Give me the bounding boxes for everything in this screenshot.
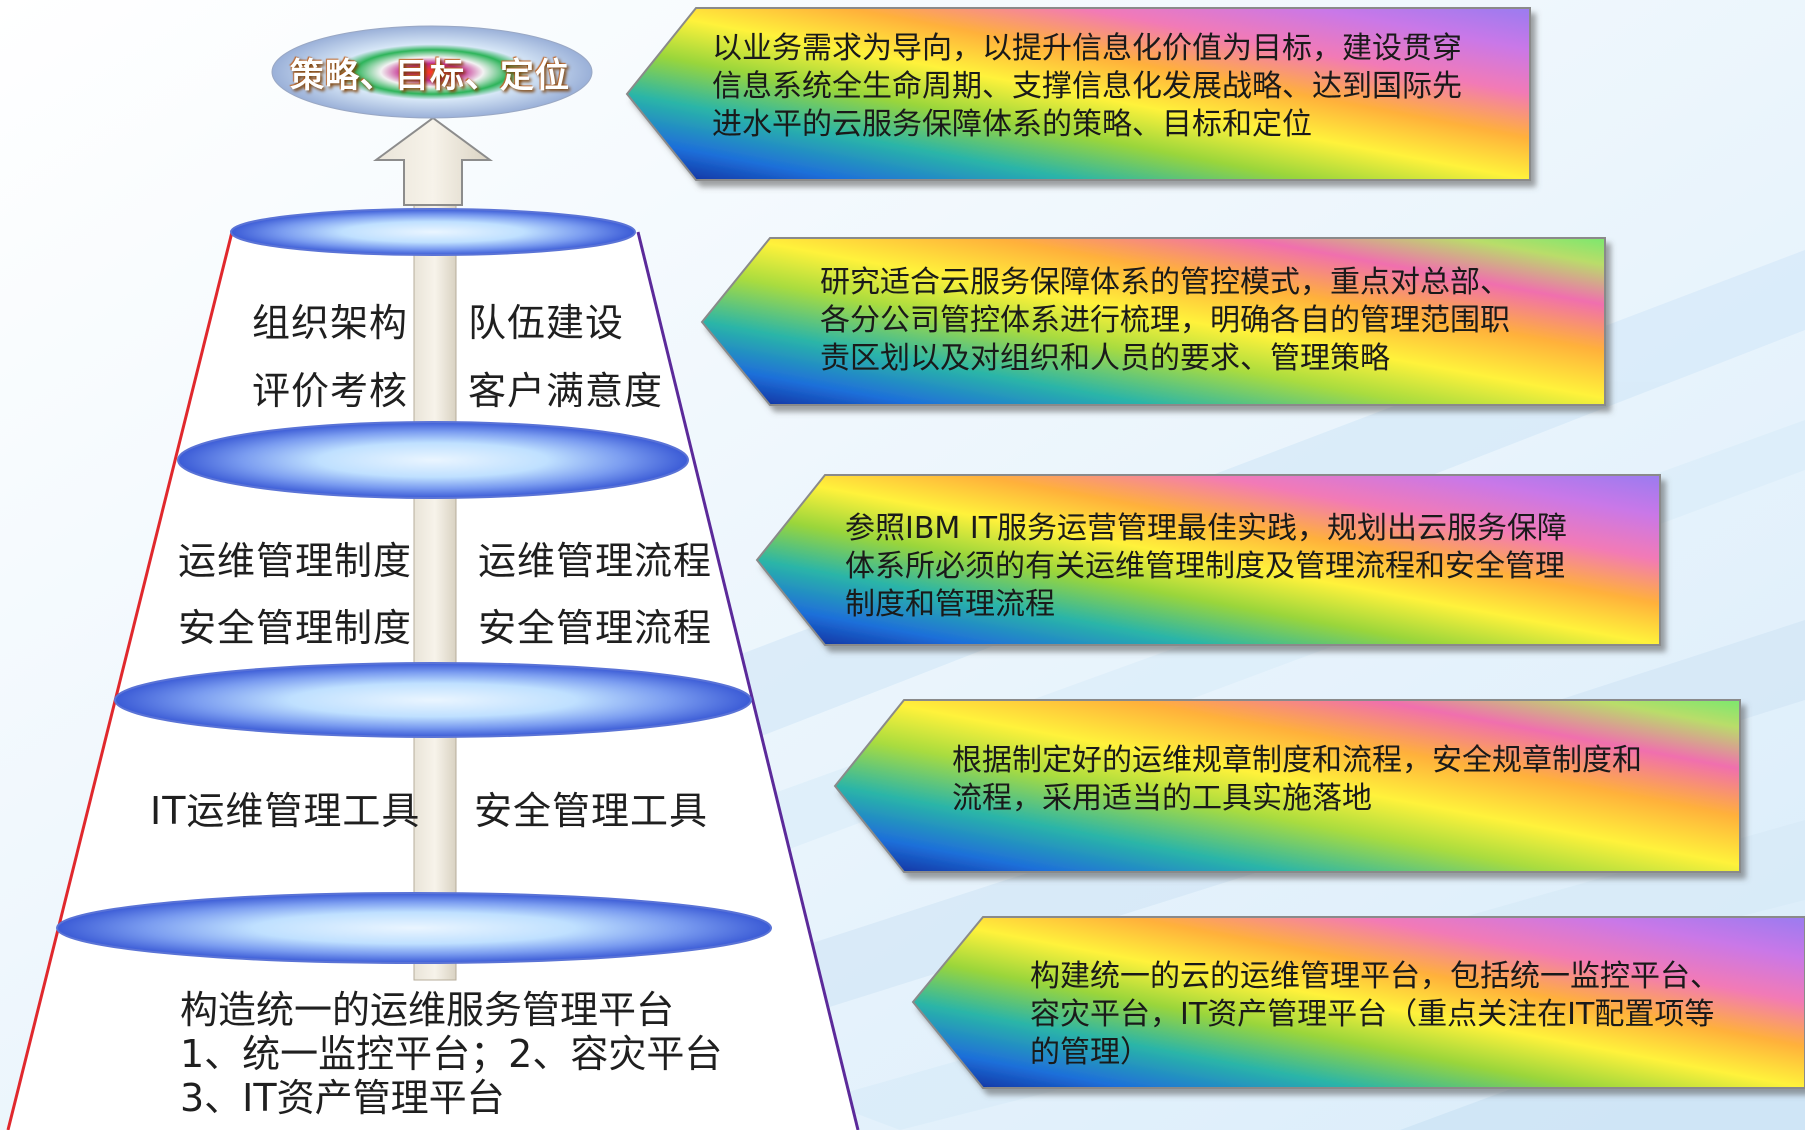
callout-1-line-2: 信息系统全生命周期、支撑信息化发展战略、达到国际先 — [712, 69, 1462, 104]
tier4-line-2: 1、统一监控平台；2、容灾平台 — [180, 1032, 723, 1076]
callout-shape-2 — [700, 237, 1606, 406]
goal-label: 策略、目标、定位 — [290, 56, 570, 96]
callout-3-line-1: 参照IBM IT服务运营管理最佳实践，规划出云服务保障 — [845, 511, 1568, 546]
tier1-item-evaluation: 评价考核 — [252, 369, 409, 413]
callout-1-line-1: 以业务需求为导向，以提升信息化价值为目标，建设贯穿 — [712, 31, 1462, 66]
tier4-line-1: 构造统一的运维服务管理平台 — [180, 988, 675, 1032]
callout-shape-4 — [833, 699, 1741, 873]
callout-5-line-2: 容灾平台，IT资产管理平台（重点关注在IT配置项等 — [1030, 997, 1715, 1032]
center-column — [413, 189, 457, 981]
tier2-item-sec-process: 安全管理流程 — [478, 606, 713, 650]
callout-4-line-1: 根据制定好的运维规章制度和流程，安全规章制度和 — [952, 743, 1642, 778]
callout-1-line-3: 进水平的云服务保障体系的策略、目标和定位 — [712, 107, 1312, 142]
tier3-item-sec-tools: 安全管理工具 — [474, 789, 709, 833]
callout-3-line-2: 体系所必须的有关运维管理制度及管理流程和安全管理 — [845, 549, 1565, 584]
tier-disc-3 — [114, 662, 752, 738]
tier2-item-sec-policy: 安全管理制度 — [178, 606, 413, 650]
callout-5-line-3: 的管理） — [1030, 1035, 1150, 1070]
tier-disc-2 — [177, 421, 689, 499]
tier1-item-satisfaction: 客户满意度 — [468, 369, 664, 413]
callout-5-line-1: 构建统一的云的运维管理平台，包括统一监控平台、 — [1030, 959, 1720, 994]
up-arrow — [372, 116, 494, 206]
callout-2-line-1: 研究适合云服务保障体系的管控模式，重点对总部、 — [820, 265, 1510, 300]
tier-disc-4 — [56, 892, 772, 964]
callout-shape-1 — [625, 7, 1531, 181]
callout-shape-3 — [755, 474, 1661, 646]
tier1-item-team: 队伍建设 — [468, 301, 625, 345]
tier4-line-3: 3、IT资产管理平台 — [180, 1076, 505, 1120]
tier1-item-organization: 组织架构 — [252, 301, 409, 345]
tier3-item-it-ops-tools: IT运维管理工具 — [150, 789, 421, 833]
pyramid-right-edge — [636, 231, 860, 1130]
callout-3-line-3: 制度和管理流程 — [845, 587, 1055, 622]
goal-disc — [271, 25, 593, 119]
tier-disc-1 — [230, 208, 636, 256]
tier2-item-ops-process: 运维管理流程 — [478, 539, 713, 583]
callout-2-line-2: 各分公司管控体系进行梳理，明确各自的管理范围职 — [820, 303, 1510, 338]
callout-4-line-2: 流程，采用适当的工具实施落地 — [952, 781, 1372, 816]
pyramid-left-edge — [6, 231, 234, 1130]
tier2-item-ops-policy: 运维管理制度 — [178, 539, 413, 583]
callout-2-line-3: 责区划以及对组织和人员的要求、管理策略 — [820, 341, 1390, 376]
callout-shape-5 — [911, 916, 1805, 1089]
